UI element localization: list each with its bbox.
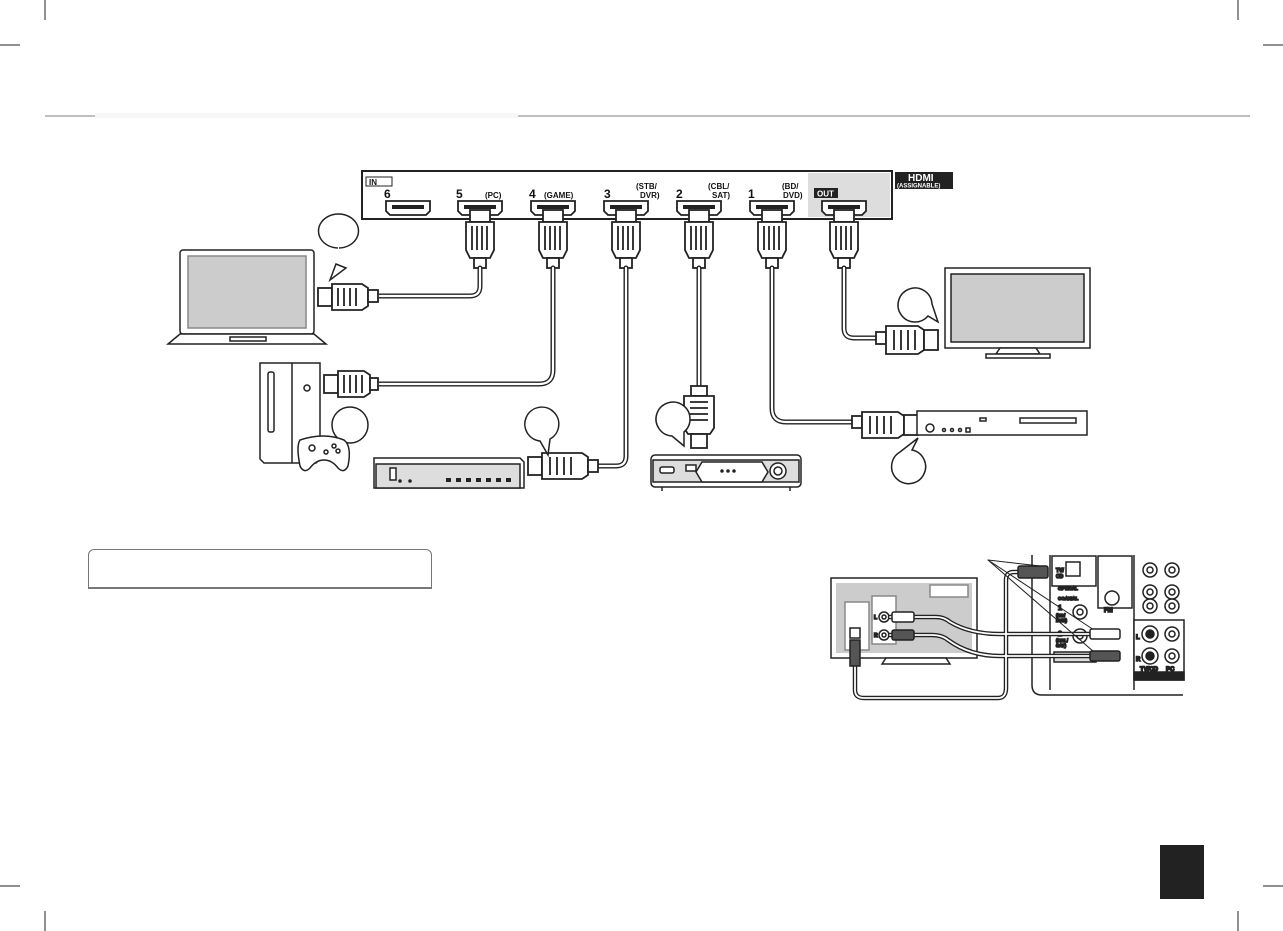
coax-1-number: 1 <box>1058 605 1062 612</box>
optical-in-label-2: CD <box>1056 574 1064 580</box>
coax-2-name-2: SAT) <box>1056 643 1067 648</box>
port-3-number: 3 <box>604 187 611 201</box>
fm-label: FM <box>1104 608 1113 614</box>
in-label: IN <box>369 178 377 187</box>
header-rule <box>45 113 1250 118</box>
plug-console <box>323 370 379 398</box>
out-label: OUT <box>817 190 834 199</box>
rear-audio-r: R <box>1136 657 1141 663</box>
optical-in-label-1: TV/ <box>1056 568 1064 574</box>
callout-tv <box>897 287 940 324</box>
hdmi-cables <box>373 265 883 469</box>
page-number-box <box>1160 845 1204 899</box>
port-1-name-1: (BD/ <box>782 182 799 191</box>
hdmi-input-panel: IN OUT HDMI (ASSIGNABLE) 6 5 (PC) 4 (GAM… <box>361 170 953 220</box>
plug-laptop <box>317 283 379 311</box>
port-5-name: (PC) <box>485 191 502 200</box>
coaxial-label: COAXIAL <box>1058 596 1079 601</box>
router-device <box>373 457 525 489</box>
callout-router <box>524 406 560 458</box>
callout-settop <box>655 401 691 448</box>
settop-box-device <box>650 454 802 491</box>
port-1-name-2: DVD) <box>783 191 803 200</box>
callout-console <box>331 406 369 444</box>
port-2-name-2: SAT) <box>712 191 730 200</box>
port-3-name-1: (STB/ <box>636 182 658 191</box>
tvcd-label: TV/CD <box>1140 667 1159 673</box>
plug-port-2 <box>684 209 714 269</box>
plug-port-3 <box>611 209 641 269</box>
small-tv-audio-l: L <box>874 615 877 621</box>
hdmi-plugs-down <box>465 209 859 269</box>
port-4-number: 4 <box>529 187 536 201</box>
callout-laptop <box>317 213 360 283</box>
plug-bluray <box>851 411 919 439</box>
plug-port-4 <box>538 209 568 269</box>
port-2-number: 2 <box>676 187 683 201</box>
audio-cables <box>852 559 1095 701</box>
plug-tv <box>875 325 939 355</box>
callout-bluray <box>890 437 927 485</box>
port-6-number: 6 <box>384 187 391 201</box>
section-heading-box <box>88 549 432 589</box>
rear-audio-l: L <box>1136 635 1140 641</box>
laptop-device <box>165 249 329 345</box>
tv-device <box>944 267 1091 359</box>
hdmi-title: HDMI <box>908 173 934 184</box>
bluray-player-device <box>916 410 1088 436</box>
coax-2-name-1: (CBL/ <box>1056 638 1069 643</box>
game-console-device <box>259 362 351 472</box>
hdmi-plugs-device <box>317 283 939 480</box>
optical-label: OPTICAL <box>1058 586 1078 591</box>
pc-label: PC <box>1166 667 1175 673</box>
port-1-number: 1 <box>748 187 755 201</box>
plug-port-1 <box>757 209 787 269</box>
coax-1-name-2: DVD) <box>1056 618 1068 623</box>
plug-router <box>527 452 599 480</box>
small-tv-audio-r: R <box>874 633 878 639</box>
plug-port-out <box>829 209 859 269</box>
port-3-name-2: DVR) <box>640 191 660 200</box>
hdmi-subtitle: (ASSIGNABLE) <box>897 184 940 190</box>
plug-port-5 <box>465 209 495 269</box>
plug-settop <box>683 385 715 449</box>
port-5-number: 5 <box>456 187 463 201</box>
audio-plugs <box>849 565 1121 667</box>
callout-bubbles <box>317 213 940 485</box>
port-4-name: (GAME) <box>544 191 574 200</box>
receiver-rear-panel: TV/ CD OPTICAL COAXIAL 1 (BD/ DVD) 2 (CB… <box>1031 555 1185 696</box>
coax-1-name-1: (BD/ <box>1056 613 1066 618</box>
port-2-name-1: (CBL/ <box>708 182 730 191</box>
